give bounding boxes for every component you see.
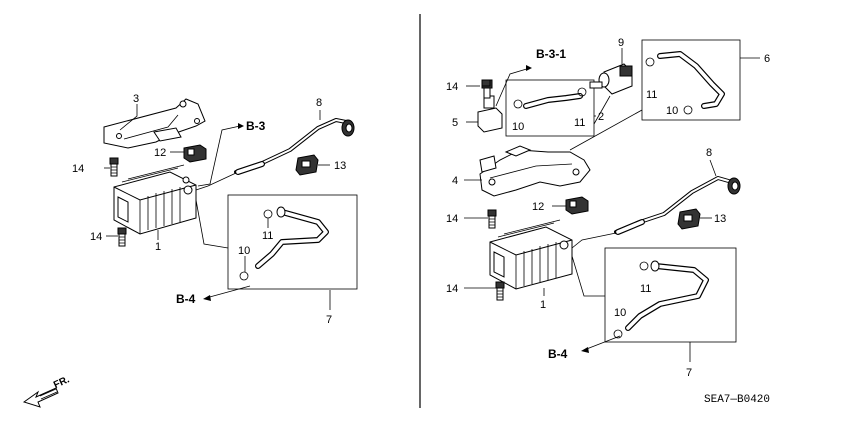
callout-right-13: 13 xyxy=(714,213,726,225)
ref-right-b31: B-3-1 xyxy=(536,47,566,61)
callout-right-2: 2 xyxy=(598,111,604,123)
bolt-right-top xyxy=(481,79,491,87)
bolt-right-low xyxy=(495,281,505,301)
callout-right-4: 4 xyxy=(452,175,458,187)
ref-left-b4: B-4 xyxy=(176,292,196,306)
right-panel: 14 5 4 14 14 1 12 9 10 11 2 11 10 6 8 13… xyxy=(446,37,770,379)
callout-left-3: 3 xyxy=(133,93,139,105)
callout-left-14b: 14 xyxy=(90,231,102,243)
bolt-lower xyxy=(117,227,127,247)
ref-left-b3: B-3 xyxy=(246,119,266,133)
callout-right-10b: 10 xyxy=(666,105,678,117)
callout-right-11a: 11 xyxy=(574,117,585,129)
hose-7-right xyxy=(613,260,709,339)
charcoal-canister xyxy=(113,164,197,235)
left-panel: 3 14 14 1 12 8 13 11 10 7 B-3 B-4 xyxy=(72,93,358,326)
callout-right-7: 7 xyxy=(686,367,692,379)
callout-right-8: 8 xyxy=(706,147,712,159)
purge-valve-9 xyxy=(589,63,633,95)
callout-right-10a: 10 xyxy=(512,121,524,133)
clamp-10-left xyxy=(239,271,249,281)
pipe-8-right xyxy=(614,176,741,235)
callout-left-12: 12 xyxy=(154,147,166,159)
hose-box-left xyxy=(227,194,358,290)
callout-right-10c: 10 xyxy=(614,307,626,319)
callout-left-1: 1 xyxy=(155,241,161,253)
connector-13-right xyxy=(677,208,701,230)
hose-box-right xyxy=(604,247,737,343)
callout-left-7: 7 xyxy=(326,314,332,326)
callout-right-5: 5 xyxy=(452,117,458,129)
clip-12-right xyxy=(565,196,589,215)
callout-right-14c: 14 xyxy=(446,283,458,295)
callout-right-6: 6 xyxy=(764,53,770,65)
callout-right-12: 12 xyxy=(532,201,544,213)
clip-12 xyxy=(183,144,207,163)
callout-left-13: 13 xyxy=(334,160,346,172)
callout-right-11b: 11 xyxy=(646,89,657,101)
diagram-code: SEA7—B0420 xyxy=(704,394,770,406)
callout-left-10: 10 xyxy=(238,245,250,257)
pipe-8 xyxy=(234,118,355,175)
bracket-4 xyxy=(479,145,591,197)
callout-left-14a: 14 xyxy=(72,163,84,175)
callout-left-8: 8 xyxy=(316,97,322,109)
callout-right-9: 9 xyxy=(618,37,624,49)
callout-right-14a: 14 xyxy=(446,81,458,93)
bracket-plate xyxy=(103,98,206,149)
callout-right-14b: 14 xyxy=(446,213,458,225)
front-direction-arrow: FR. xyxy=(22,374,71,408)
bolt-right-mid xyxy=(487,209,497,229)
callout-right-11c: 11 xyxy=(640,283,651,295)
ref-right-b4: B-4 xyxy=(548,347,568,361)
hose-7-left xyxy=(255,206,329,269)
bolt-upper xyxy=(109,157,119,177)
valve-5 xyxy=(477,79,503,133)
charcoal-canister-right xyxy=(489,219,573,290)
hose-2 xyxy=(513,87,587,109)
hose-6 xyxy=(645,51,725,115)
callout-right-1: 1 xyxy=(540,299,546,311)
connector-13 xyxy=(295,154,319,176)
hose-box-2 xyxy=(505,79,595,137)
hose-box-6 xyxy=(641,39,741,121)
callout-left-11: 11 xyxy=(262,230,273,242)
front-direction-label: FR. xyxy=(52,374,71,391)
clamp-11-left xyxy=(263,209,273,219)
